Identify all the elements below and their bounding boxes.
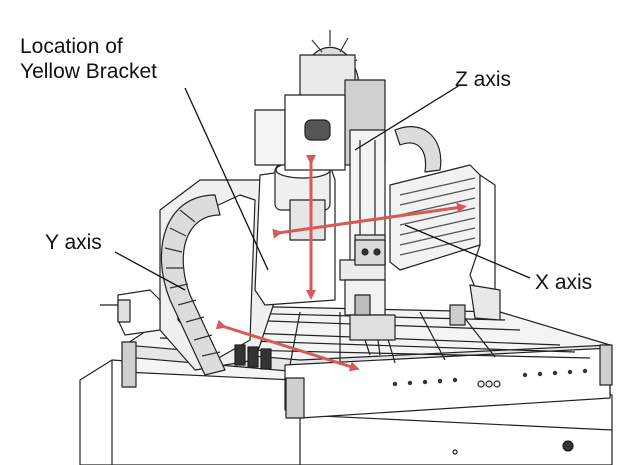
x-axis-arrow [272,202,467,239]
x-cable-chain [394,126,442,173]
callout-yellow-bracket: Location of Yellow Bracket [20,34,157,84]
left-bracket [100,289,161,336]
corner-post [599,344,613,386]
callout-bracket-line1: Location of [20,35,123,58]
leader-lines [114,84,531,291]
motion-arrows [215,155,467,372]
y-axis-leader-line [114,251,186,291]
bracket-leader-line [184,87,269,271]
cabinet-knob [562,440,574,452]
z-carriage [254,161,336,306]
x-axis-leader-line [404,224,531,279]
y-axis-arrow [215,319,360,372]
z-axis-leader-line [354,84,461,151]
callout-bracket-line2: Yellow Bracket [20,60,157,83]
callout-x-axis: X axis [535,271,593,294]
corner-post [121,341,137,388]
corner-post [285,377,305,419]
callout-z-axis: Z axis [455,68,512,91]
callout-y-axis: Y axis [45,231,102,254]
panel-marking [477,380,501,388]
x-gantry-beam [389,164,501,326]
